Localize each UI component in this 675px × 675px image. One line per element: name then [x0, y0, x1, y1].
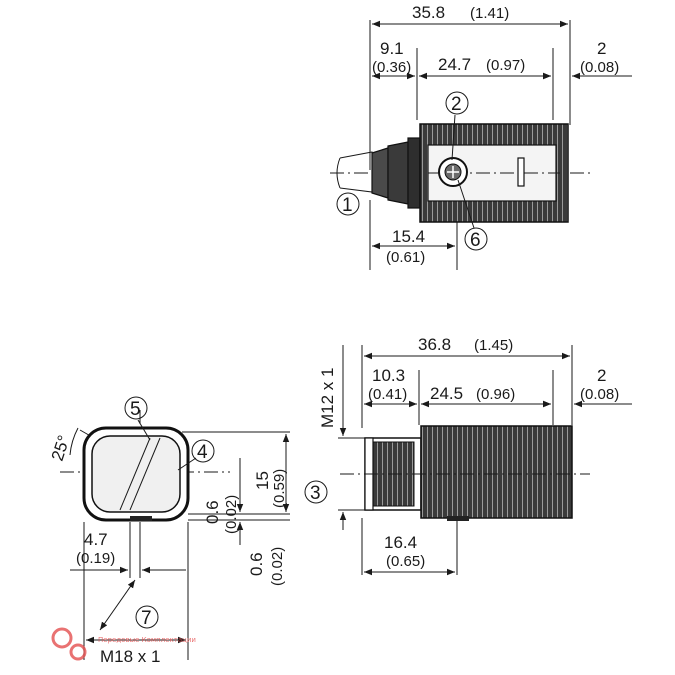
dim-overall-length-2-in: (1.45) — [474, 337, 513, 354]
callout-4-label: 4 — [197, 442, 208, 463]
callout-1 — [336, 192, 360, 216]
callout-2-label: 2 — [451, 94, 462, 115]
dim-offset: 4.7 — [84, 530, 108, 549]
dim-angle: 25° — [48, 433, 74, 463]
dim-lens-extra: 2 — [597, 39, 606, 58]
callout-2 — [445, 91, 469, 115]
callout-4 — [191, 439, 215, 463]
front-view: 25° 15 (0.59) 0.6 (0.02) 0.6 (0.02) 4.7 … — [48, 396, 290, 666]
dim-offset-in: (0.19) — [76, 550, 115, 567]
watermark: Передовые Комплектации — [51, 627, 196, 661]
mounting-direction-arrow — [99, 579, 136, 631]
front-lens — [91, 435, 181, 513]
gear-icon — [51, 627, 73, 649]
dim-housing-in: (0.97) — [486, 57, 525, 74]
callout-5 — [124, 396, 148, 420]
dim-housing: 24.7 — [438, 55, 471, 74]
dim-height-in: (0.59) — [271, 469, 288, 508]
led-window — [447, 516, 469, 521]
callout-3-label: 3 — [310, 483, 321, 504]
dim-gap-top-in: (0.02) — [223, 495, 240, 534]
dim-thread-m18: M18 x 1 — [100, 647, 160, 666]
callout-6-label: 6 — [470, 230, 481, 251]
dim-height: 15 — [253, 471, 272, 490]
cable-gland — [371, 147, 389, 199]
dim-pot-offset-in: (0.61) — [386, 249, 425, 266]
top-view: 35.8 (1.41) 9.1 (0.36) 24.7 (0.97) 2 (0.… — [330, 3, 632, 270]
dim-connector: 10.3 — [372, 366, 405, 385]
callout-1-label: 1 — [342, 195, 353, 216]
dim-led-offset: 16.4 — [384, 533, 417, 552]
dim-gap-bottom-in: (0.02) — [269, 547, 286, 586]
led-indicator-icon — [517, 157, 525, 187]
dim-lens-extra-2-in: (0.08) — [580, 386, 619, 403]
dim-connector-in: (0.41) — [368, 386, 407, 403]
cable — [339, 151, 373, 193]
callout-7 — [135, 605, 159, 629]
dim-housing-2: 24.5 — [430, 384, 463, 403]
dim-lens-extra-2: 2 — [597, 366, 606, 385]
dim-cable-nut-in: (0.36) — [372, 59, 411, 76]
dim-housing-2-in: (0.96) — [476, 386, 515, 403]
dim-gap-bottom: 0.6 — [247, 552, 266, 576]
callout-3 — [304, 480, 328, 504]
callout-7-label: 7 — [141, 608, 152, 629]
dim-overall-length: 35.8 — [412, 3, 445, 22]
dim-gap-top: 0.6 — [203, 500, 222, 524]
dim-cable-nut: 9.1 — [380, 39, 404, 58]
dim-led-offset-in: (0.65) — [386, 553, 425, 570]
side-view: 36.8 (1.45) 10.3 (0.41) 24.5 (0.96) 2 (0… — [304, 335, 632, 576]
callout-5-label: 5 — [130, 399, 141, 420]
sensor-housing-side — [420, 425, 573, 519]
callout-6 — [464, 227, 488, 251]
dim-overall-length-2: 36.8 — [418, 335, 451, 354]
dim-overall-length-in: (1.41) — [470, 5, 509, 22]
watermark-text: Передовые Комплектации — [98, 636, 196, 644]
dim-lens-extra-in: (0.08) — [580, 59, 619, 76]
dim-pot-offset: 15.4 — [392, 227, 425, 246]
dim-thread-m12: M12 x 1 — [318, 368, 337, 428]
